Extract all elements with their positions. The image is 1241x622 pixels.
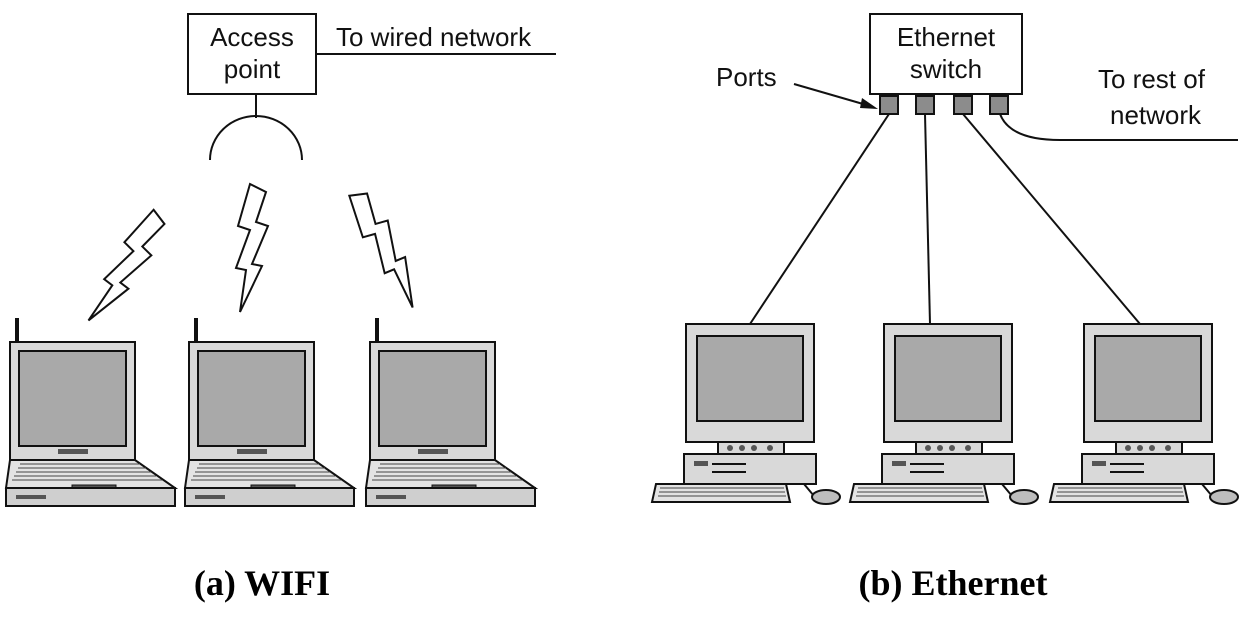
switch-label-line2: switch [910, 54, 982, 84]
desktop-computer-icon-3 [1049, 323, 1239, 505]
desktop-computer-icon-1 [651, 323, 841, 505]
wifi-caption: (a) WIFI [194, 563, 330, 603]
ethernet-switch-box [869, 13, 1023, 95]
desktop-computer-icon-2 [849, 323, 1039, 505]
ports-label: Ports [716, 62, 777, 92]
cable-1 [749, 113, 890, 325]
rest-of-network-label-line2: network [1110, 100, 1202, 130]
antenna-icon [209, 115, 303, 161]
port-1 [879, 95, 899, 115]
access-point-label-line1: Access [210, 22, 294, 52]
ports-arrow [793, 83, 878, 109]
laptop-icon-1 [4, 316, 177, 508]
wireless-signal-icon-center [235, 183, 269, 313]
ethernet-caption: (b) Ethernet [859, 563, 1048, 603]
port-2 [915, 95, 935, 115]
cable-2 [924, 113, 931, 325]
wired-network-label: To wired network [336, 22, 532, 52]
access-point-label-line2: point [224, 54, 281, 84]
ethernet-panel: Ethernet switch Ports To rest of network… [651, 13, 1239, 603]
port-4 [989, 95, 1009, 115]
wifi-panel: Access point To wired network (a) WIFI [4, 13, 556, 603]
port-3 [953, 95, 973, 115]
switch-ports [879, 95, 1009, 115]
wireless-signal-icon-right [336, 184, 437, 311]
laptop-icon-2 [183, 316, 356, 508]
access-point-box [187, 13, 317, 95]
rest-of-network-cable [999, 113, 1238, 141]
cable-3 [962, 113, 1141, 325]
wireless-signal-icon-left [83, 202, 171, 334]
laptop-icon-3 [364, 316, 537, 508]
switch-label-line1: Ethernet [897, 22, 996, 52]
rest-of-network-label-line1: To rest of [1098, 64, 1206, 94]
